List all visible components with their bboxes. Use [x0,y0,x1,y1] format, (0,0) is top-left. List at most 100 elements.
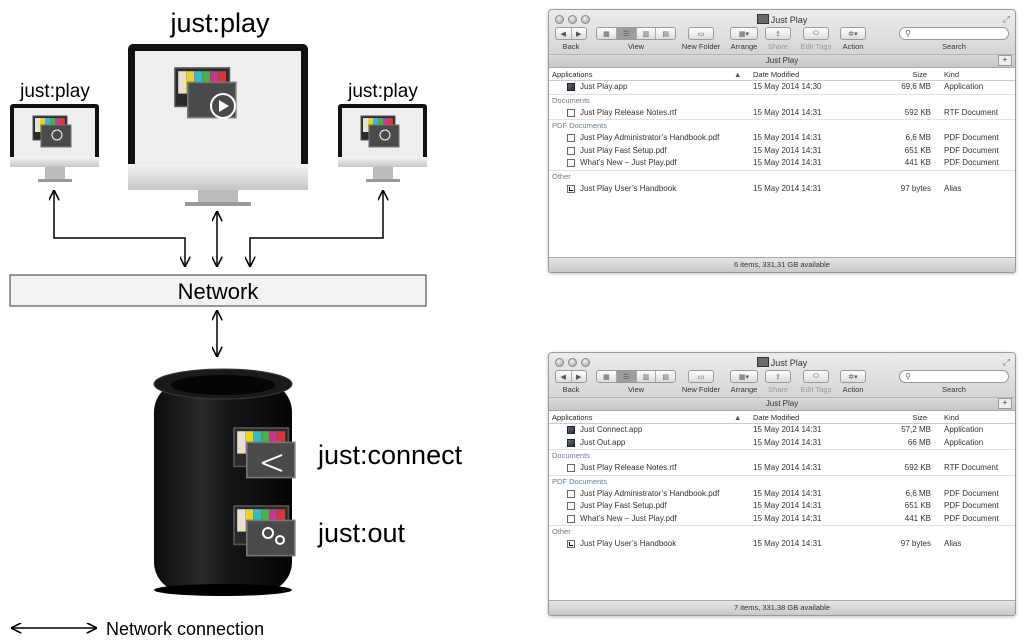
app-label-just-out: just:out [317,518,406,548]
minimize-button[interactable] [568,15,577,24]
file-row[interactable]: Just Play Fast Setup.pdf 15 May 2014 14:… [549,145,1015,158]
sort-arrow-icon[interactable]: ▲ [734,70,742,79]
tag-icon: ⬭ [803,27,829,40]
file-name: Just Play Fast Setup.pdf [580,145,667,155]
arrange-button[interactable]: ▦▾ Arrange [730,27,758,51]
search-input[interactable]: ⚲ [899,27,1009,40]
path-tab[interactable]: Just Play + [549,54,1015,67]
forward-arrow-icon[interactable]: ▶ [576,373,582,381]
document-icon [567,489,575,498]
column-kind-header[interactable]: Kind [944,70,960,79]
file-row[interactable]: Just Out.app 15 May 2014 14:31 66 MB App… [549,437,1015,450]
back-label: Back [562,385,580,394]
share-button[interactable]: ⇪ Share [765,27,791,51]
file-row[interactable]: Just Play.app 15 May 2014 14:30 69,6 MB … [549,81,1015,94]
file-row[interactable]: Just Play User’s Handbook 15 May 2014 14… [549,538,1015,551]
file-name: Just Connect.app [580,425,643,434]
file-row[interactable]: Just Play Release Notes.rtf 15 May 2014 … [549,107,1015,120]
minimize-button[interactable] [568,358,577,367]
file-kind: PDF Document [944,145,999,155]
file-row[interactable]: Just Play Administrator’s Handbook.pdf 1… [549,488,1015,501]
path-tab[interactable]: Just Play + [549,397,1015,410]
edit-tags-button[interactable]: ⬭ Edit Tags [799,27,833,51]
forward-arrow-icon[interactable]: ▶ [576,30,582,38]
file-row[interactable]: What’s New – Just Play.pdf 15 May 2014 1… [549,157,1015,170]
column-kind-header[interactable]: Kind [944,413,960,422]
group-header: Documents [549,93,1015,107]
file-date: 15 May 2014 14:31 [753,183,822,193]
group-header: PDF Documents [549,119,1015,132]
view-control[interactable]: ▦☰▥▤ View [596,370,676,394]
back-forward-control[interactable]: ◀ ▶ Back [555,370,587,394]
zoom-button[interactable] [581,358,590,367]
edit-tags-button[interactable]: ⬭ Edit Tags [799,370,833,394]
document-icon [567,514,575,523]
file-name: Just Play Administrator’s Handbook.pdf [580,133,720,142]
file-size: 441 KB [904,513,931,523]
group-header: Other [549,169,1015,183]
file-kind: PDF Document [944,488,999,498]
share-button[interactable]: ⇪ Share [765,370,791,394]
search-input[interactable]: ⚲ [899,370,1009,383]
new-folder-button[interactable]: ▭ New Folder [681,370,721,394]
column-date-header[interactable]: Date Modified [753,413,800,422]
file-row[interactable]: Just Connect.app 15 May 2014 14:31 57,2 … [549,424,1015,437]
action-button[interactable]: ✲▾ Action [840,370,866,394]
file-row[interactable]: Just Play User’s Handbook 15 May 2014 14… [549,183,1015,196]
network-box: Network [9,274,427,307]
column-view-icon[interactable]: ▥ [637,371,657,382]
column-name-header[interactable]: Applications [552,413,593,422]
file-kind: PDF Document [944,158,999,167]
window-titlebar: Just Play ⤢ ◀▶ Back ▦☰▥▤ View ▭ New Fold… [549,353,1015,411]
arrange-label: Arrange [730,385,758,394]
new-folder-label: New Folder [681,385,721,394]
icon-view-icon[interactable]: ▦ [597,28,617,39]
arrange-button[interactable]: ▦▾ Arrange [730,370,758,394]
app-icon [567,426,575,434]
file-date: 15 May 2014 14:31 [753,437,822,447]
new-folder-label: New Folder [681,42,721,51]
file-date: 15 May 2014 14:31 [753,513,822,523]
add-tab-icon[interactable]: + [998,55,1012,66]
column-name-header[interactable]: Applications [552,70,593,79]
monitor-right: just:play [338,81,427,182]
icon-view-icon[interactable]: ▦ [597,371,617,382]
list-view-icon[interactable]: ☰ [616,371,637,382]
gear-icon: ✲▾ [840,370,866,383]
column-size-header[interactable]: Size [912,70,927,79]
search-control[interactable]: ⚲ Search [899,27,1009,51]
view-control[interactable]: ▦☰▥▤ View [596,27,676,51]
sort-arrow-icon[interactable]: ▲ [734,413,742,422]
column-size-header[interactable]: Size [912,413,927,422]
file-row[interactable]: What’s New – Just Play.pdf 15 May 2014 1… [549,513,1015,526]
column-view-icon[interactable]: ▥ [637,28,657,39]
back-arrow-icon[interactable]: ◀ [556,28,572,39]
file-row[interactable]: Just Play Administrator’s Handbook.pdf 1… [549,132,1015,145]
file-row[interactable]: Just Play Fast Setup.pdf 15 May 2014 14:… [549,500,1015,513]
close-button[interactable] [555,15,564,24]
coverflow-view-icon[interactable]: ▤ [662,373,669,381]
file-kind: Alias [944,539,962,548]
file-date: 15 May 2014 14:31 [753,488,822,498]
search-control[interactable]: ⚲ Search [899,370,1009,394]
file-row[interactable]: Just Play Release Notes.rtf 15 May 2014 … [549,462,1015,475]
file-size: 66 MB [907,437,931,447]
file-list: Just Connect.app 15 May 2014 14:31 57,2 … [549,424,1015,551]
share-label: Share [767,42,788,51]
action-button[interactable]: ✲▾ Action [840,27,866,51]
action-label: Action [842,385,864,394]
fullscreen-icon[interactable]: ⤢ [1002,357,1010,367]
list-view-icon[interactable]: ☰ [616,28,637,39]
new-folder-button[interactable]: ▭ New Folder [681,27,721,51]
file-kind: Application [944,82,984,91]
add-tab-icon[interactable]: + [998,398,1012,409]
coverflow-view-icon[interactable]: ▤ [662,30,669,38]
close-button[interactable] [555,358,564,367]
column-date-header[interactable]: Date Modified [753,70,800,79]
back-arrow-icon[interactable]: ◀ [556,371,572,382]
share-icon: ⇪ [765,27,791,40]
fullscreen-icon[interactable]: ⤢ [1002,14,1010,24]
back-forward-control[interactable]: ◀▶ Back [555,27,587,51]
zoom-button[interactable] [581,15,590,24]
